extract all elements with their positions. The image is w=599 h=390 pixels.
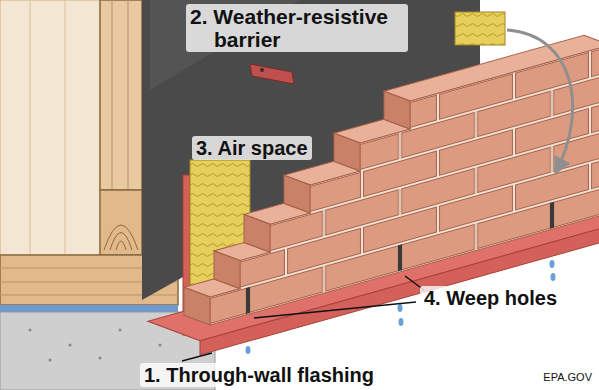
brick-wall bbox=[148, 17, 599, 370]
insulation-piece bbox=[455, 12, 505, 45]
wall-tie bbox=[250, 64, 294, 84]
callout-label: 1. Through-wall flashing bbox=[140, 363, 378, 387]
callout-label: 3. Air space bbox=[192, 136, 312, 160]
callout-label: 4. Weep holes bbox=[420, 286, 561, 310]
callout-label: 2. Weather-resistive barrier bbox=[186, 4, 408, 52]
watermark: EPA.GOV bbox=[539, 370, 596, 384]
flow-arrow bbox=[507, 30, 573, 172]
leader-lines bbox=[182, 276, 424, 361]
